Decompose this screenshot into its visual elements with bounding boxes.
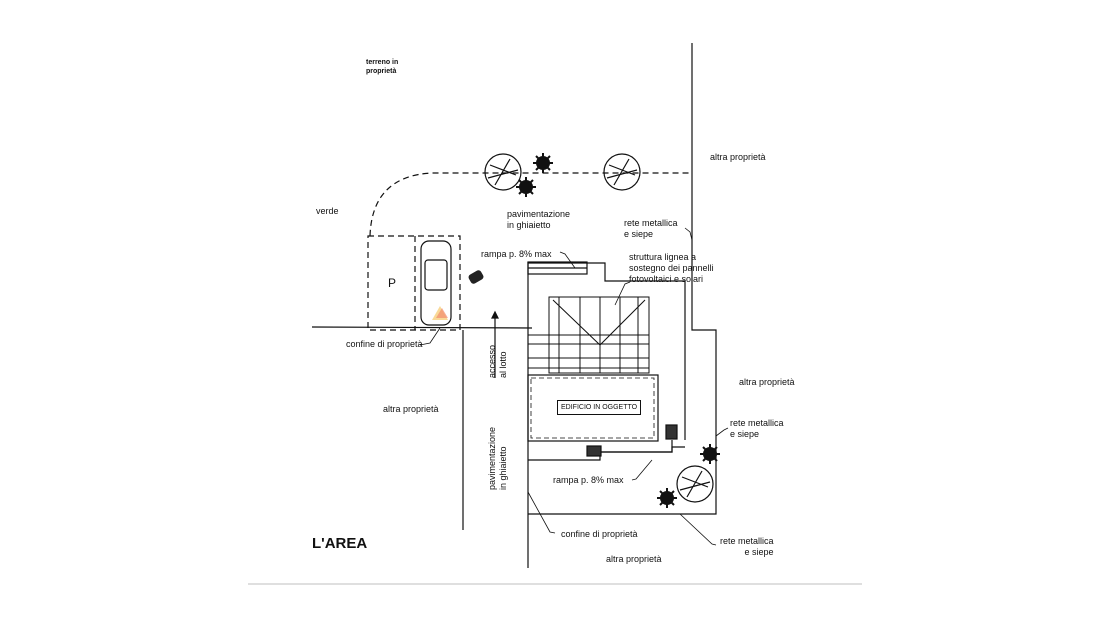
building-outline xyxy=(528,262,686,440)
label-struttura: struttura lignea a sostegno dei pannelli… xyxy=(629,252,714,284)
shrub-icon xyxy=(657,488,677,508)
label-rampa-top: rampa p. 8% max xyxy=(481,249,552,259)
label-pavimentazione-vertical: pavimentazione in ghiaietto xyxy=(487,426,508,490)
label-parking: P xyxy=(388,276,397,290)
tree-icon xyxy=(676,465,714,503)
shrub-icon xyxy=(533,153,553,173)
label-pavimentazione-top: pavimentazione in ghiaietto xyxy=(507,209,571,230)
shrub-icon xyxy=(516,177,536,197)
label-rete-bottom: rete metallica e siepe xyxy=(720,536,774,557)
label-terreno: terreno in proprietà xyxy=(366,59,399,75)
wheelchair-icon-2 xyxy=(586,445,602,457)
boundary-east xyxy=(528,43,717,515)
label-altra-proprieta-right: altra proprietà xyxy=(739,377,795,387)
label-altra-proprieta-top: altra proprietà xyxy=(710,152,766,162)
building xyxy=(527,374,659,442)
shrub-icon xyxy=(700,444,720,464)
wheelchair-icon-3 xyxy=(665,424,678,440)
label-altra-proprieta-bottom: altra proprietà xyxy=(606,554,662,564)
dashed-path xyxy=(369,172,690,237)
label-rampa-bottom: rampa p. 8% max xyxy=(553,475,624,485)
parking-space xyxy=(367,235,461,331)
label-rete-top: rete metallica e siepe xyxy=(624,218,678,239)
label-confine-bottom: confine di proprietà xyxy=(561,529,638,539)
label-verde: verde xyxy=(316,206,339,216)
pergola-structure xyxy=(528,296,650,374)
ramp-bottom xyxy=(528,446,685,461)
label-edificio: EDIFICIO IN OGGETTO xyxy=(557,400,642,415)
property-boundary xyxy=(311,326,533,329)
label-rete-mid: rete metallica e siepe xyxy=(730,418,784,439)
area-title: L'AREA xyxy=(312,535,368,552)
label-accesso: accesso al lotto xyxy=(487,344,508,378)
label-altra-proprieta-left: altra proprietà xyxy=(383,404,439,414)
car-icon xyxy=(420,240,452,326)
tree-icon xyxy=(484,153,522,191)
label-confine-left: confine di proprietà xyxy=(346,339,423,349)
tree-icon xyxy=(603,153,641,191)
wheelchair-icon xyxy=(468,270,484,284)
